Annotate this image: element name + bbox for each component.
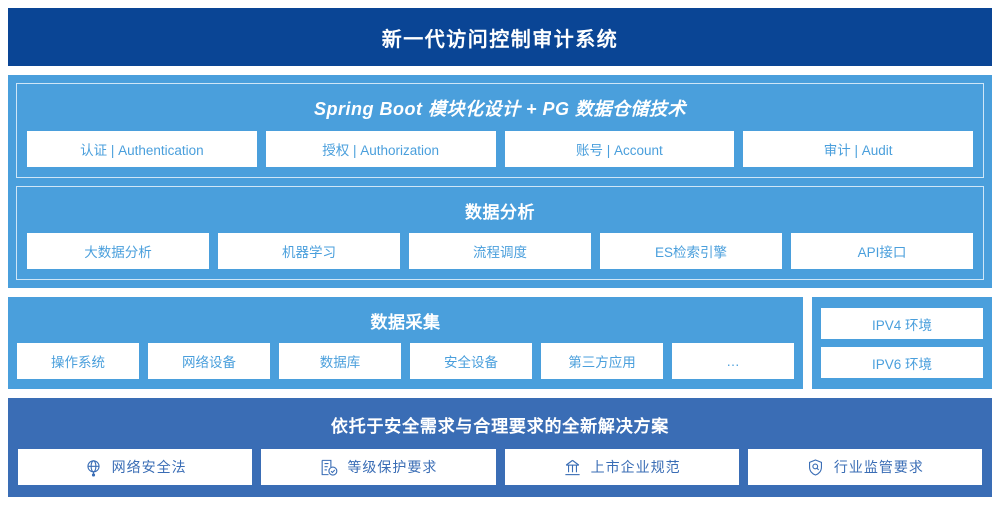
analysis-chip-es-search[interactable]: ES检索引擎 — [600, 233, 782, 269]
collection-section: 数据采集 操作系统 网络设备 数据库 安全设备 第三方应用 … — [8, 297, 992, 389]
chip-label: 行业监管要求 — [833, 459, 924, 475]
collection-chip-row: 操作系统 网络设备 数据库 安全设备 第三方应用 … — [17, 343, 794, 379]
collection-chip-third-party-app[interactable]: 第三方应用 — [541, 343, 663, 379]
chip-label: API接口 — [857, 245, 907, 260]
chip-label: 网络设备 — [182, 355, 236, 370]
compliance-chip-row: 网络安全法 等级保护要求 — [18, 449, 982, 485]
analysis-chip-api[interactable]: API接口 — [791, 233, 973, 269]
chip-label: 审计 | Audit — [823, 143, 893, 158]
analysis-chip-process-scheduling[interactable]: 流程调度 — [409, 233, 591, 269]
environment-panel: IPV4 环境 IPV6 环境 — [812, 297, 992, 389]
analysis-heading: 数据分析 — [465, 203, 535, 222]
collection-chip-more[interactable]: … — [672, 343, 794, 379]
document-check-icon — [319, 458, 338, 477]
compliance-heading: 依托于安全需求与合理要求的全新解决方案 — [330, 417, 670, 436]
page-header: 新一代访问控制审计系统 — [8, 8, 992, 66]
compliance-chip-listed-enterprise[interactable]: 上市企业规范 — [504, 449, 739, 485]
compliance-chip-grade-protection[interactable]: 等级保护要求 — [261, 449, 496, 485]
chip-label: 认证 | Authentication — [80, 143, 204, 158]
platform-panel: Spring Boot 模块化设计 + PG 数据仓储技术 认证 | Authe… — [16, 83, 984, 178]
collection-chip-security-device[interactable]: 安全设备 — [410, 343, 532, 379]
globe-network-icon — [84, 458, 103, 477]
shield-search-icon — [806, 458, 825, 477]
platform-chip-account[interactable]: 账号 | Account — [504, 131, 735, 167]
chip-label: 安全设备 — [444, 355, 498, 370]
collection-heading: 数据采集 — [370, 313, 441, 332]
chip-label: 等级保护要求 — [347, 459, 438, 475]
chip-label: 操作系统 — [51, 355, 105, 370]
analysis-chip-row: 大数据分析 机器学习 流程调度 ES检索引擎 API接口 — [27, 233, 973, 269]
compliance-section: 依托于安全需求与合理要求的全新解决方案 网络安全法 — [8, 398, 992, 497]
chip-label: 机器学习 — [282, 245, 336, 260]
chip-label: 网络安全法 — [111, 459, 187, 475]
platform-chip-authorization[interactable]: 授权 | Authorization — [265, 131, 496, 167]
platform-chip-authentication[interactable]: 认证 | Authentication — [27, 131, 257, 167]
platform-heading: Spring Boot 模块化设计 + PG 数据仓储技术 — [313, 99, 686, 119]
environment-chip-ipv6[interactable]: IPV6 环境 — [821, 347, 983, 378]
platform-analysis-section: Spring Boot 模块化设计 + PG 数据仓储技术 认证 | Authe… — [8, 75, 992, 288]
analysis-chip-machine-learning[interactable]: 机器学习 — [218, 233, 400, 269]
compliance-chip-industry-supervision[interactable]: 行业监管要求 — [747, 449, 982, 485]
chip-label: … — [726, 353, 740, 369]
chip-label: 账号 | Account — [575, 143, 663, 158]
collection-chip-database[interactable]: 数据库 — [279, 343, 401, 379]
collection-panel: 数据采集 操作系统 网络设备 数据库 安全设备 第三方应用 … — [8, 297, 803, 389]
bank-building-icon — [563, 458, 582, 477]
platform-chip-row: 认证 | Authentication 授权 | Authorization 账… — [27, 131, 973, 167]
collection-chip-os[interactable]: 操作系统 — [17, 343, 139, 379]
platform-chip-audit[interactable]: 审计 | Audit — [743, 131, 973, 167]
environment-chip-ipv4[interactable]: IPV4 环境 — [821, 308, 983, 339]
chip-label: IPV6 环境 — [871, 356, 933, 372]
chip-label: 授权 | Authorization — [322, 143, 440, 158]
chip-label: 流程调度 — [473, 245, 527, 260]
analysis-panel: 数据分析 大数据分析 机器学习 流程调度 ES检索引擎 API接口 — [16, 186, 984, 280]
chip-label: 上市企业规范 — [590, 459, 681, 475]
collection-chip-network-device[interactable]: 网络设备 — [148, 343, 270, 379]
analysis-chip-bigdata[interactable]: 大数据分析 — [27, 233, 209, 269]
chip-label: 大数据分析 — [84, 245, 152, 260]
chip-label: 第三方应用 — [568, 355, 636, 370]
chip-label: IPV4 环境 — [871, 317, 933, 333]
compliance-chip-cybersecurity-law[interactable]: 网络安全法 — [18, 449, 253, 485]
chip-label: 数据库 — [319, 355, 361, 370]
chip-label: ES检索引擎 — [654, 245, 727, 260]
page-title: 新一代访问控制审计系统 — [381, 28, 619, 51]
